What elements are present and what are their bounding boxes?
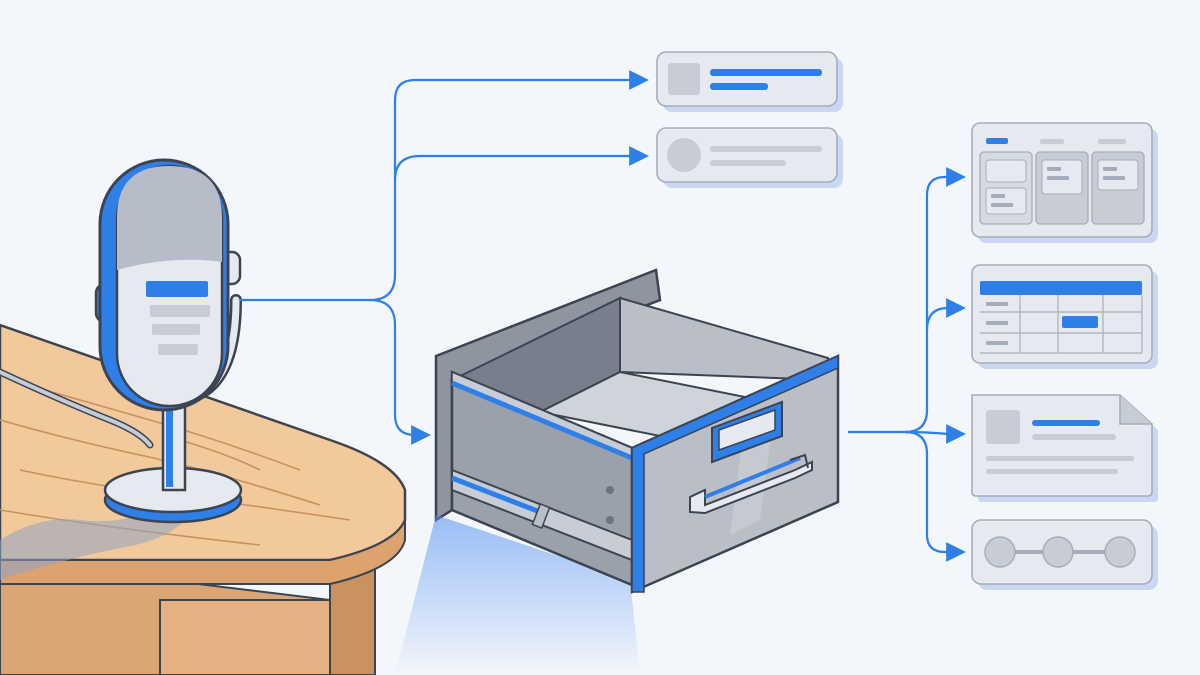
mic-screen-bar (152, 324, 200, 335)
mic-screen-bar (158, 344, 198, 355)
mic-screen-bar-accent (146, 281, 208, 297)
document-page-icon (971, 394, 1158, 502)
table-grid-icon (971, 264, 1158, 369)
file-drawer-icon (395, 268, 840, 675)
connector-to-board-card (848, 167, 966, 434)
mic-screen-bar (150, 305, 210, 317)
desk-top-edge (0, 519, 406, 585)
microphone-icon (94, 158, 243, 524)
output-connectors (848, 167, 966, 562)
microphone-shadow (0, 506, 190, 580)
desk-drawer-panel (159, 599, 331, 675)
avatar-row-card-icon (656, 127, 843, 188)
board-columns-icon (971, 122, 1158, 243)
timeline-steps-icon (971, 519, 1158, 590)
input-connectors (240, 70, 649, 445)
drawer-handle (689, 460, 813, 515)
list-row-card-icon (656, 51, 843, 112)
desk-icon (0, 323, 407, 675)
connector-to-list-card (240, 70, 649, 302)
connector-to-drawer (369, 298, 431, 445)
connector-to-table-card (925, 298, 966, 331)
light-beam (395, 515, 640, 675)
connector-to-avatar-card (393, 146, 649, 181)
connector-to-timeline-card (904, 430, 966, 562)
